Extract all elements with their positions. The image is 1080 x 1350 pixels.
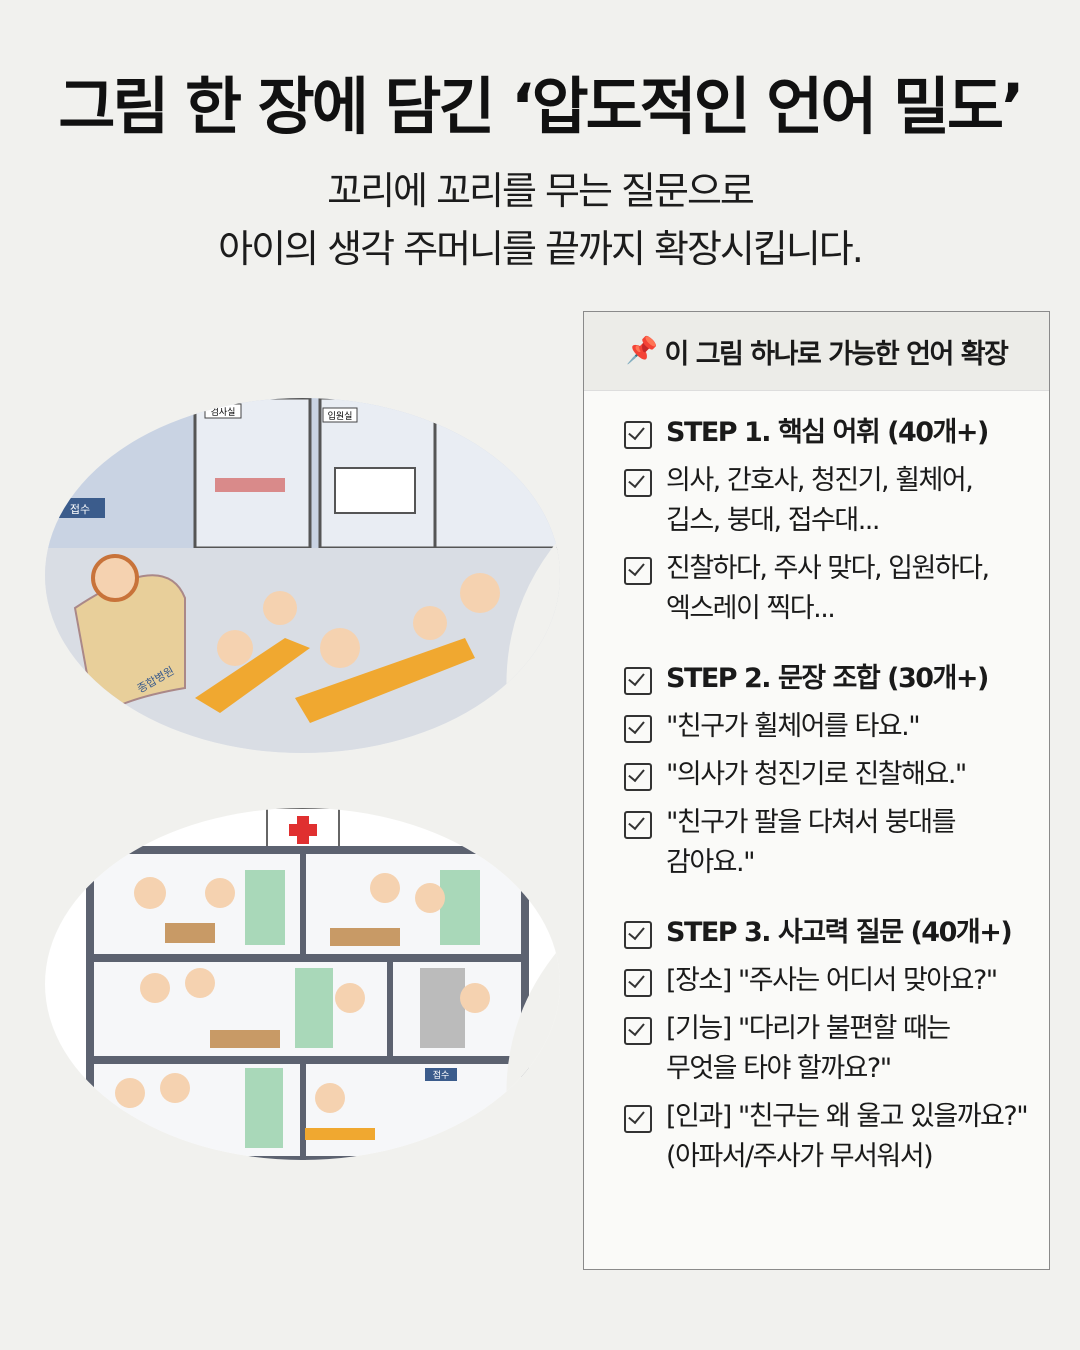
checkbox-checked-icon <box>624 1105 652 1133</box>
step-heading: STEP 2. 문장 조합 (30개+) <box>624 659 1049 699</box>
panel-title: 이 그림 하나로 가능한 언어 확장 <box>664 338 1008 370</box>
checklist-item: "친구가 휠체어를 타요." <box>624 707 1049 747</box>
checklist-item: [인과] "친구는 왜 울고 있을까요?" (아파서/주사가 무서워서) <box>624 1097 1049 1177</box>
sign-reception: 접수 <box>433 1069 450 1081</box>
item-text: [장소] "주사는 어디서 맞아요?" <box>666 965 998 996</box>
sign-reception: 접수 <box>70 503 90 516</box>
checkbox-checked-icon <box>624 969 652 997</box>
checkbox-checked-icon <box>624 421 652 449</box>
item-text: STEP 2. 문장 조합 (30개+) <box>666 663 989 694</box>
checklist-item: [장소] "주사는 어디서 맞아요?" <box>624 961 1049 1001</box>
checklist-item: [기능] "다리가 불편할 때는 무엇을 타야 할까요?" <box>624 1009 1049 1089</box>
checklist-item: 의사, 간호사, 청진기, 휠체어, 깁스, 붕대, 접수대... <box>624 461 1049 541</box>
step-heading: STEP 3. 사고력 질문 (40개+) <box>624 913 1049 953</box>
sign-exam-room: 검사실 <box>211 406 236 418</box>
checkbox-checked-icon <box>624 811 652 839</box>
item-text: [인과] "친구는 왜 울고 있을까요?" (아파서/주사가 무서워서) <box>666 1101 1029 1172</box>
panel-header: 📌 이 그림 하나로 가능한 언어 확장 <box>584 312 1049 391</box>
checkbox-checked-icon <box>624 667 652 695</box>
language-expansion-panel: 📌 이 그림 하나로 가능한 언어 확장 STEP 1. 핵심 어휘 (40개+… <box>583 311 1050 1270</box>
sign-ward: 입원실 <box>328 410 353 422</box>
checkbox-checked-icon <box>624 1017 652 1045</box>
checkbox-checked-icon <box>624 715 652 743</box>
item-text: "친구가 휠체어를 타요." <box>666 711 921 742</box>
checklist-item: "의사가 청진기로 진찰해요." <box>624 755 1049 795</box>
item-text: 진찰하다, 주사 맞다, 입원하다, 엑스레이 찍다... <box>666 553 990 624</box>
pushpin-icon: 📌 <box>625 336 658 366</box>
checklist-item: 진찰하다, 주사 맞다, 입원하다, 엑스레이 찍다... <box>624 549 1049 629</box>
checklist: STEP 1. 핵심 어휘 (40개+) 의사, 간호사, 청진기, 휠체어, 깁… <box>584 391 1049 1177</box>
item-text: "친구가 팔을 다쳐서 붕대를 감아요." <box>666 807 956 878</box>
checkbox-checked-icon <box>624 921 652 949</box>
item-text: STEP 3. 사고력 질문 (40개+) <box>666 917 1013 948</box>
checklist-item: "친구가 팔을 다쳐서 붕대를 감아요." <box>624 803 1049 883</box>
hospital-waiting-room-illustration: 검사실 입원실 접수 종합병원 <box>45 398 560 753</box>
item-text: STEP 1. 핵심 어휘 (40개+) <box>666 417 989 448</box>
item-text: "의사가 청진기로 진찰해요." <box>666 759 967 790</box>
hospital-building-illustration: 접수 <box>45 808 560 1160</box>
subtitle-line-2: 아이의 생각 주머니를 끝까지 확장시킵니다. <box>218 227 864 271</box>
step-heading: STEP 1. 핵심 어휘 (40개+) <box>624 413 1049 453</box>
subtitle-line-1: 꼬리에 꼬리를 무는 질문으로 <box>327 169 755 213</box>
item-text: 의사, 간호사, 청진기, 휠체어, 깁스, 붕대, 접수대... <box>666 465 974 536</box>
page-title: 그림 한 장에 담긴 ‘압도적인 언어 밀도’ <box>58 70 1024 143</box>
checkbox-checked-icon <box>624 557 652 585</box>
item-text: [기능] "다리가 불편할 때는 무엇을 타야 할까요?" <box>666 1013 951 1084</box>
checkbox-checked-icon <box>624 469 652 497</box>
checkbox-checked-icon <box>624 763 652 791</box>
